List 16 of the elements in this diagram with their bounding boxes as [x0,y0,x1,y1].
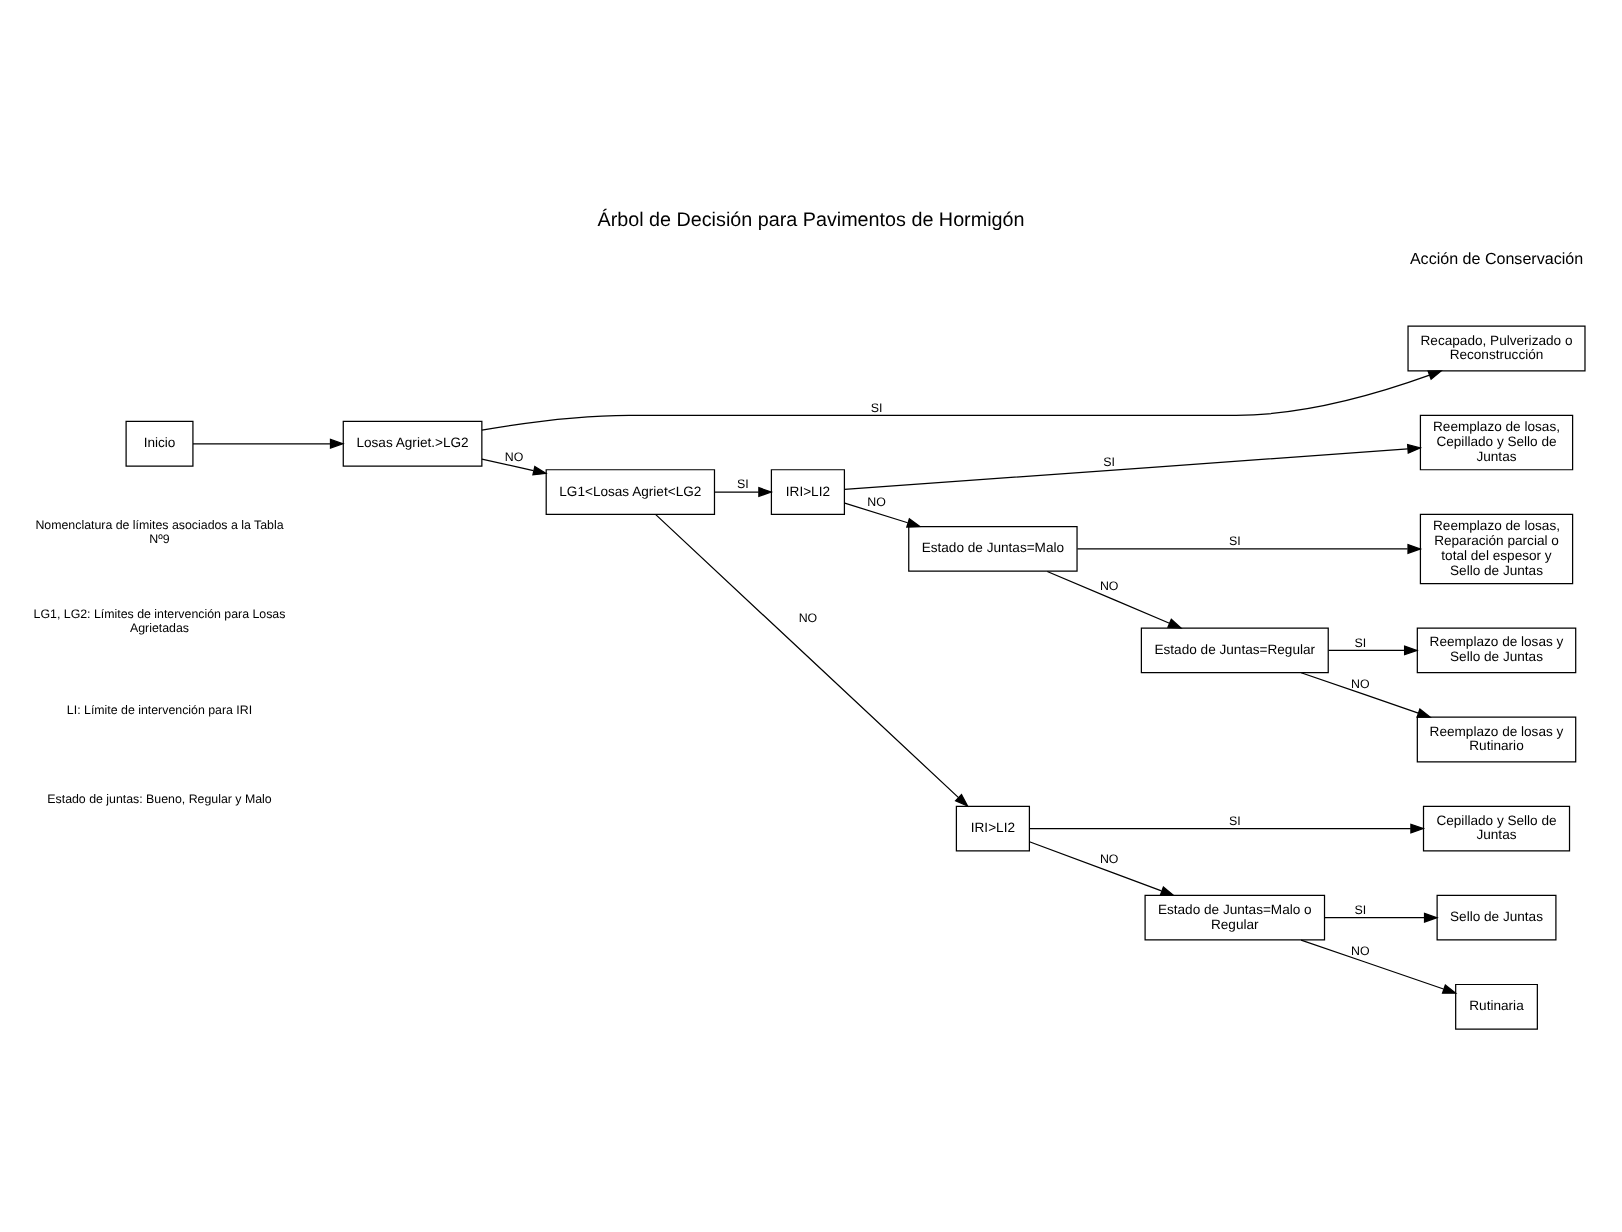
arrow [844,501,922,527]
arrow [1076,542,1423,554]
diagram-title: Árbol de Decisión para Pavimentos de Hormigón [597,208,1025,231]
arrow [481,457,548,475]
arrow [1028,840,1176,895]
arrow [655,513,969,807]
arrow [1323,911,1439,922]
arrow [1300,938,1458,993]
arrow [1300,671,1432,717]
arrow [843,442,1423,490]
arrow [713,485,774,497]
arrow [481,369,1443,430]
arrow [1327,644,1419,655]
arrow [192,437,345,448]
arrow [1046,569,1183,628]
arrow [1029,822,1426,833]
